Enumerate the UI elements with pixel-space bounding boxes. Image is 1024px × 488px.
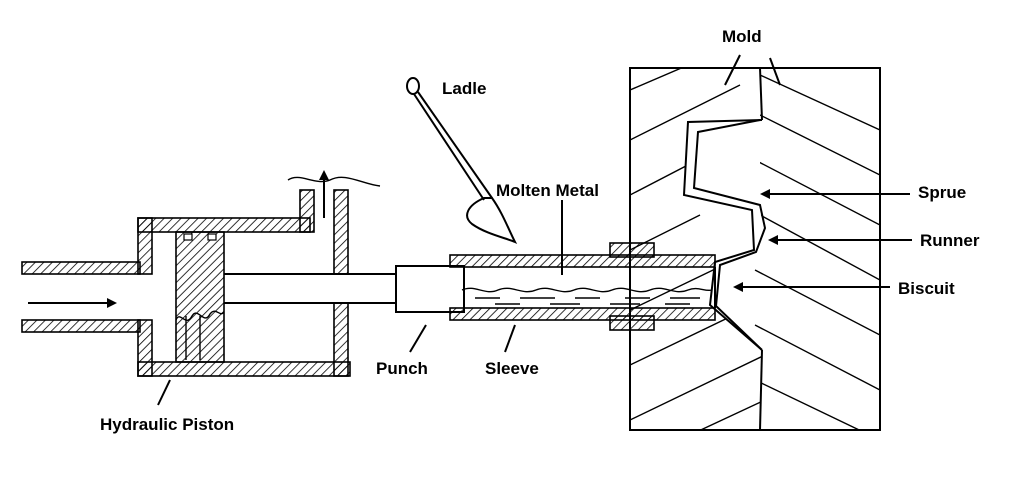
outlet-riser-right	[333, 189, 349, 275]
sleeve-leader	[504, 324, 516, 353]
mold-cavity-right-wall	[692, 119, 767, 351]
mold-parting-line-bottom	[759, 349, 763, 431]
label-runner: Runner	[920, 231, 980, 250]
mold-leader-left	[724, 54, 741, 86]
label-mold: Mold	[722, 27, 762, 46]
label-punch: Punch	[376, 359, 428, 378]
label-sleeve: Sleeve	[485, 359, 539, 378]
hydraulic-piston-leader	[157, 379, 171, 406]
ladle-handle	[417, 91, 493, 199]
inlet-pipe-bottom	[21, 319, 141, 333]
outlet-riser-left	[299, 189, 315, 233]
mold-leader-right	[769, 57, 781, 86]
ladle-bowl	[466, 197, 518, 245]
hydraulic-cylinder	[21, 170, 381, 406]
oil-surface	[287, 176, 381, 187]
punch-head	[395, 265, 465, 313]
label-biscuit: Biscuit	[898, 279, 955, 298]
label-hydraulic-piston: Hydraulic Piston	[100, 415, 234, 434]
ladle-handle-end	[406, 77, 420, 95]
mold-right-half-hatching	[754, 74, 880, 430]
mold-outline	[629, 67, 881, 431]
mold	[609, 54, 881, 431]
molten-metal	[461, 200, 713, 305]
punch-leader	[409, 324, 427, 353]
molten-metal-surface	[461, 287, 713, 293]
cylinder-top-wall	[137, 217, 311, 233]
mold-parting-line-top	[759, 67, 763, 121]
inlet-pipe-top	[21, 261, 141, 275]
ladle	[406, 77, 518, 245]
label-sprue: Sprue	[918, 183, 966, 202]
cylinder-right-wall-lower	[333, 302, 349, 377]
sleeve-top-wall	[449, 254, 716, 268]
cylinder-bottom-wall	[137, 361, 351, 377]
label-ladle: Ladle	[442, 79, 486, 98]
punch	[395, 265, 516, 353]
sleeve-bottom-wall	[449, 307, 716, 321]
mold-cavity-left-wall	[682, 119, 763, 351]
label-molten-metal: Molten Metal	[496, 181, 599, 200]
sleeve	[449, 254, 716, 321]
